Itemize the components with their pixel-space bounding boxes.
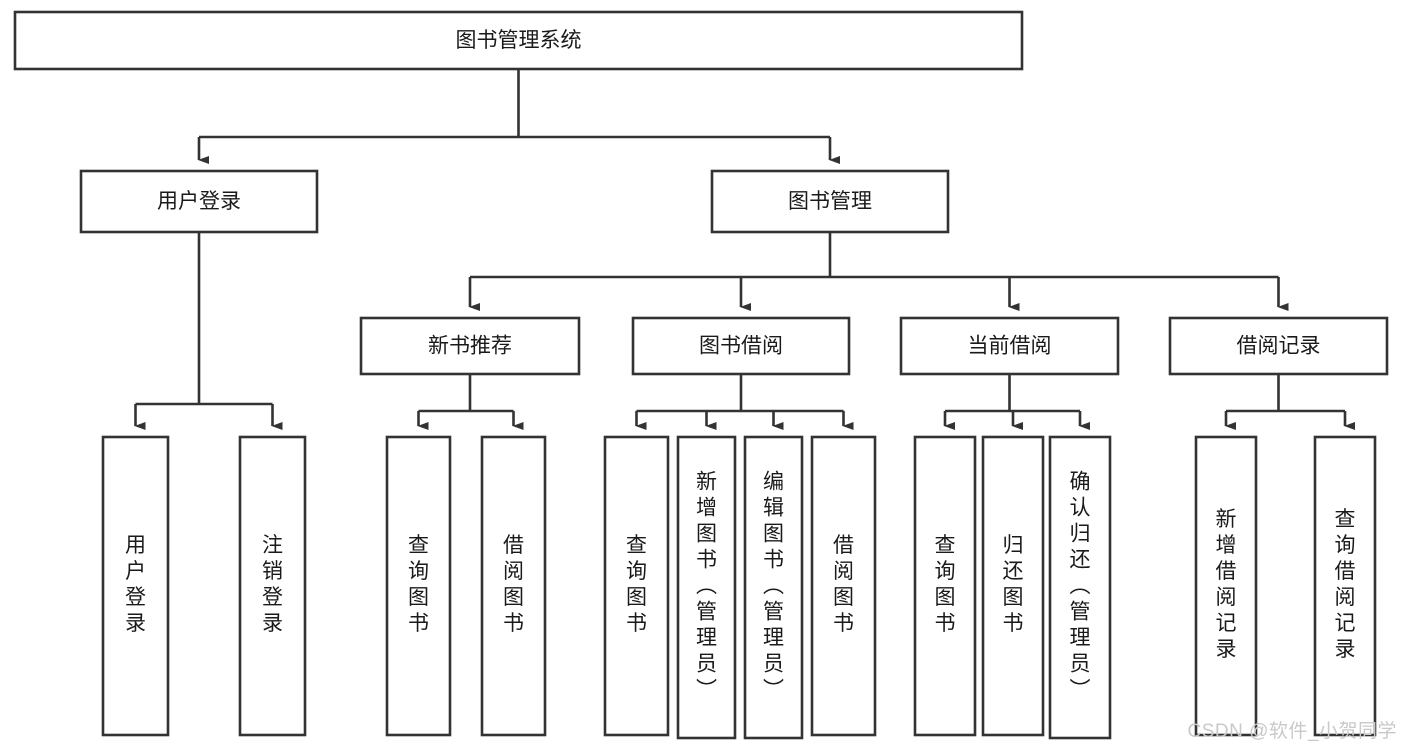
node-book-borrow[interactable]: 图书借阅 xyxy=(631,316,851,376)
node-box-user-login xyxy=(79,169,319,234)
node-layer: 图书管理系统用户登录图书管理用户登录注销登录新书推荐查询图书借阅图书图书借阅查询… xyxy=(13,10,1389,740)
node-box-new-book-recommend xyxy=(359,316,581,376)
node-cb-return-book[interactable]: 归还图书 xyxy=(981,435,1045,737)
node-label-cb-query-book: 查询图书 xyxy=(935,534,956,635)
node-label-bb-borrow-book: 借阅图书 xyxy=(833,534,854,635)
node-label-bb-add-book: 新增图书︵管理员︶ xyxy=(696,471,717,702)
node-cb-confirm-return[interactable]: 确认归还︵管理员︶ xyxy=(1048,435,1112,740)
node-label-borrow-records: 借阅记录 xyxy=(1237,335,1321,358)
node-box-book-borrow xyxy=(631,316,851,376)
node-user-logout-leaf[interactable]: 注销登录 xyxy=(238,435,307,737)
node-label-user-logout-leaf: 注销登录 xyxy=(262,534,283,635)
node-box-cb-query-book xyxy=(913,435,977,737)
node-box-br-add-record xyxy=(1194,435,1258,737)
node-new-book-recommend[interactable]: 新书推荐 xyxy=(359,316,581,376)
node-nbr-borrow-book[interactable]: 借阅图书 xyxy=(480,435,547,737)
node-label-br-add-record: 新增借阅记录 xyxy=(1216,508,1237,661)
node-label-cb-confirm-return: 确认归还︵管理员︶ xyxy=(1070,471,1091,702)
node-bb-edit-book[interactable]: 编辑图书︵管理员︶ xyxy=(743,435,804,740)
node-user-login-leaf[interactable]: 用户登录 xyxy=(101,435,170,737)
node-label-user-login-leaf: 用户登录 xyxy=(125,534,146,635)
node-box-cb-return-book xyxy=(981,435,1045,737)
node-box-root xyxy=(13,10,1024,71)
node-box-bb-borrow-book xyxy=(810,435,877,737)
node-box-borrow-records xyxy=(1168,316,1389,376)
node-bb-query-book[interactable]: 查询图书 xyxy=(603,435,670,737)
node-box-nbr-query-book xyxy=(385,435,452,737)
node-box-bb-edit-book xyxy=(743,435,804,740)
node-label-bb-edit-book: 编辑图书︵管理员︶ xyxy=(763,471,784,702)
node-bb-add-book[interactable]: 新增图书︵管理员︶ xyxy=(676,435,737,740)
node-br-query-record[interactable]: 查询借阅记录 xyxy=(1313,435,1377,737)
node-label-new-book-recommend: 新书推荐 xyxy=(428,335,512,358)
node-root[interactable]: 图书管理系统 xyxy=(13,10,1024,71)
node-label-user-login: 用户登录 xyxy=(157,190,241,213)
node-nbr-query-book[interactable]: 查询图书 xyxy=(385,435,452,737)
node-label-br-query-record: 查询借阅记录 xyxy=(1335,508,1356,661)
node-box-user-logout-leaf xyxy=(238,435,307,737)
node-label-nbr-query-book: 查询图书 xyxy=(408,534,429,635)
node-label-book-borrow: 图书借阅 xyxy=(699,335,783,358)
node-box-current-borrow xyxy=(899,316,1120,376)
node-box-user-login-leaf xyxy=(101,435,170,737)
node-cb-query-book[interactable]: 查询图书 xyxy=(913,435,977,737)
node-label-bb-query-book: 查询图书 xyxy=(626,534,647,635)
node-box-nbr-borrow-book xyxy=(480,435,547,737)
node-borrow-records[interactable]: 借阅记录 xyxy=(1168,316,1389,376)
node-current-borrow[interactable]: 当前借阅 xyxy=(899,316,1120,376)
node-bb-borrow-book[interactable]: 借阅图书 xyxy=(810,435,877,737)
node-label-book-management: 图书管理 xyxy=(788,190,872,213)
node-box-book-management xyxy=(710,169,950,234)
node-box-br-query-record xyxy=(1313,435,1377,737)
node-label-current-borrow: 当前借阅 xyxy=(968,335,1052,358)
node-box-bb-query-book xyxy=(603,435,670,737)
connector-layer xyxy=(134,69,1355,430)
node-label-root: 图书管理系统 xyxy=(456,29,582,52)
node-br-add-record[interactable]: 新增借阅记录 xyxy=(1194,435,1258,737)
node-book-management[interactable]: 图书管理 xyxy=(710,169,950,234)
node-label-nbr-borrow-book: 借阅图书 xyxy=(503,534,524,635)
node-user-login[interactable]: 用户登录 xyxy=(79,169,319,234)
node-label-cb-return-book: 归还图书 xyxy=(1003,534,1024,635)
node-box-bb-add-book xyxy=(676,435,737,740)
node-box-cb-confirm-return xyxy=(1048,435,1112,740)
